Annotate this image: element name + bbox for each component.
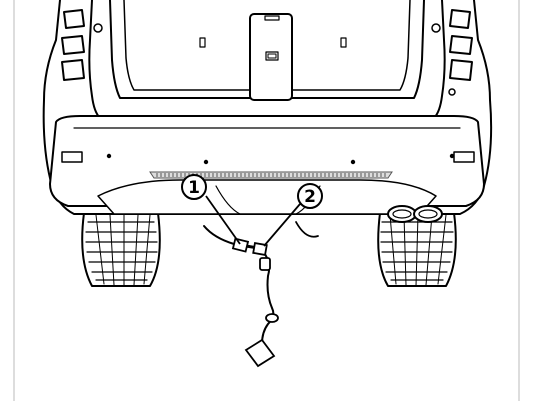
- callout-2: 2: [297, 183, 323, 209]
- callout-1-leader: [205, 195, 241, 245]
- harness-grommet: [265, 313, 279, 323]
- callout-1-label: 1: [188, 178, 200, 198]
- exhaust-tips: [387, 205, 443, 223]
- tailgate-lamp-right: [340, 37, 347, 48]
- plate-light: [265, 51, 279, 61]
- license-plate-recess: [249, 13, 293, 101]
- callout-1: 1: [181, 174, 207, 200]
- callout-2-leader: [263, 203, 301, 247]
- right-tire: [377, 212, 457, 287]
- hitch-receiver: [295, 221, 319, 238]
- connector-1: [231, 237, 250, 253]
- lower-diffuser: [97, 179, 437, 215]
- right-tail-light: [431, 9, 473, 96]
- connector-2: [252, 241, 268, 257]
- right-quarter-panel: [433, 0, 446, 119]
- harness-clip: [259, 257, 271, 271]
- tailgate-lamp-left: [199, 37, 206, 48]
- plate-lamp: [264, 15, 280, 21]
- right-reflector: [453, 151, 475, 163]
- callout-2-label: 2: [304, 187, 316, 207]
- left-quarter-panel: [88, 0, 101, 119]
- left-tail-light: [61, 9, 103, 81]
- bumper-grille: [149, 171, 393, 179]
- bumper-fasteners: [106, 153, 455, 165]
- trailer-plug: [244, 338, 276, 368]
- left-tire: [81, 212, 161, 287]
- left-reflector: [61, 151, 83, 163]
